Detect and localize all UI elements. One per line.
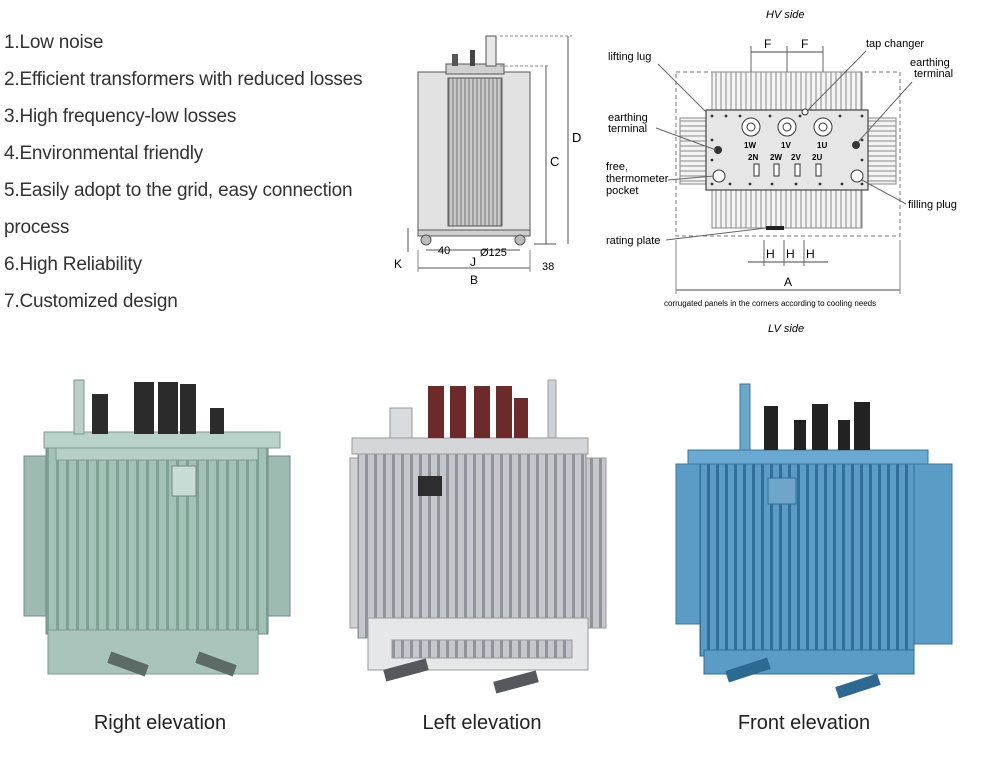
dim-label: 40 bbox=[438, 245, 450, 257]
feature-item: 2.Efficient transformers with reduced lo… bbox=[4, 69, 363, 90]
caption-front-elevation: Front elevation bbox=[737, 712, 871, 734]
lv-bushing-icon bbox=[794, 163, 801, 177]
callout-label: rating plate bbox=[606, 235, 660, 247]
filling-plug-icon bbox=[850, 169, 864, 183]
dim-label: F bbox=[764, 37, 771, 51]
callout-label: terminal bbox=[608, 123, 647, 135]
bushing-icon bbox=[764, 406, 778, 450]
caption-left-elevation: Left elevation bbox=[422, 712, 542, 734]
dim-label: 38 bbox=[542, 261, 554, 273]
bushing-icon bbox=[547, 379, 557, 439]
wheel-icon bbox=[420, 234, 432, 246]
terminal-label: 2U bbox=[812, 153, 822, 162]
dim-label: Ø125 bbox=[480, 247, 507, 259]
feature-item: 6.High Reliability bbox=[4, 254, 142, 275]
dim-label: A bbox=[784, 275, 792, 289]
caption-right-elevation: Right elevation bbox=[93, 712, 227, 734]
earthing-icon bbox=[714, 146, 722, 154]
terminal-label: 1W bbox=[744, 141, 756, 150]
bushing-icon bbox=[180, 384, 196, 434]
dim-label: H bbox=[766, 247, 775, 261]
bushing-icon bbox=[496, 386, 512, 438]
bushing-icon bbox=[389, 407, 413, 439]
dim-label: H bbox=[806, 247, 815, 261]
cooling-panel bbox=[865, 117, 897, 185]
callout-label: filling plug bbox=[908, 199, 957, 211]
lv-bushing-icon bbox=[753, 163, 760, 177]
pocket-icon bbox=[712, 169, 726, 183]
wheel-icon bbox=[514, 234, 526, 246]
bushing-icon bbox=[452, 54, 458, 66]
transformer-left-elevation bbox=[349, 379, 607, 694]
callout-label: earthing bbox=[608, 112, 648, 124]
bushing-icon bbox=[470, 50, 475, 66]
callout-label: free, bbox=[606, 161, 628, 173]
callout-label: tap changer bbox=[866, 38, 924, 50]
terminal-label: 2W bbox=[770, 153, 782, 162]
transformer-right-elevation bbox=[23, 379, 291, 677]
bushing-icon bbox=[485, 35, 497, 67]
lv-bushing-icon bbox=[815, 163, 822, 177]
callout-label: terminal bbox=[914, 68, 953, 80]
rating-plate-icon bbox=[766, 226, 784, 230]
bushing-icon bbox=[73, 379, 85, 435]
side-view-drawing: D C K 40 J Ø125 38 B bbox=[394, 35, 581, 287]
hv-bushing-icon bbox=[777, 117, 797, 137]
feature-item: 1.Low noise bbox=[4, 32, 104, 53]
callout-label: earthing bbox=[910, 57, 950, 69]
feature-item: 7.Customized design bbox=[4, 291, 178, 312]
bushing-icon bbox=[92, 394, 108, 434]
dim-label: B bbox=[470, 273, 478, 287]
cooling-panel bbox=[711, 187, 863, 229]
feature-item: 5.Easily adopt to the grid, easy connect… bbox=[4, 180, 353, 201]
hv-bushing-icon bbox=[813, 117, 833, 137]
bushing-icon bbox=[210, 408, 224, 434]
feature-item: 4.Environmental friendly bbox=[4, 143, 204, 164]
bushing-icon bbox=[474, 386, 490, 438]
callout-label: lifting lug bbox=[608, 51, 651, 63]
bushing-icon bbox=[158, 382, 178, 434]
tap-changer-icon bbox=[801, 108, 809, 116]
earthing-icon bbox=[852, 141, 860, 149]
feature-item: 3.High frequency-low losses bbox=[4, 106, 237, 127]
terminal-label: 2V bbox=[791, 153, 801, 162]
bushing-icon bbox=[854, 402, 870, 450]
bushing-icon bbox=[134, 382, 154, 434]
bushing-icon bbox=[514, 398, 528, 438]
bushing-icon bbox=[450, 386, 466, 438]
cooling-panel bbox=[711, 71, 863, 113]
bushing-icon bbox=[739, 383, 751, 451]
bushing-icon bbox=[812, 404, 828, 450]
dim-label: K bbox=[394, 257, 402, 271]
feature-list: 1.Low noise 2.Efficient transformers wit… bbox=[4, 24, 384, 320]
transformer-front-elevation bbox=[675, 383, 953, 699]
lv-bushing-icon bbox=[773, 163, 780, 177]
dim-label: C bbox=[550, 154, 559, 169]
dim-label: J bbox=[470, 255, 476, 269]
dim-label: F bbox=[801, 37, 808, 51]
terminal-label: 1U bbox=[817, 141, 827, 150]
callout-label: thermometer bbox=[606, 173, 669, 185]
hv-bushing-icon bbox=[741, 117, 761, 137]
feature-item: process bbox=[4, 217, 70, 238]
terminal-label: 1V bbox=[781, 141, 791, 150]
note-label: corrugated panels in the corners accordi… bbox=[664, 299, 876, 308]
bushing-icon bbox=[794, 420, 806, 450]
callout-label: pocket bbox=[606, 185, 638, 197]
hv-side-label: HV side bbox=[766, 9, 805, 21]
lv-side-label: LV side bbox=[768, 323, 804, 335]
terminal-label: 2N bbox=[748, 153, 758, 162]
bushing-icon bbox=[838, 420, 850, 450]
dim-label: D bbox=[572, 130, 581, 145]
top-view-drawing: HV side LV side 1W 1V 1U 2N 2W 2V 2U bbox=[606, 9, 957, 335]
bushing-icon bbox=[428, 386, 444, 438]
dim-label: H bbox=[786, 247, 795, 261]
